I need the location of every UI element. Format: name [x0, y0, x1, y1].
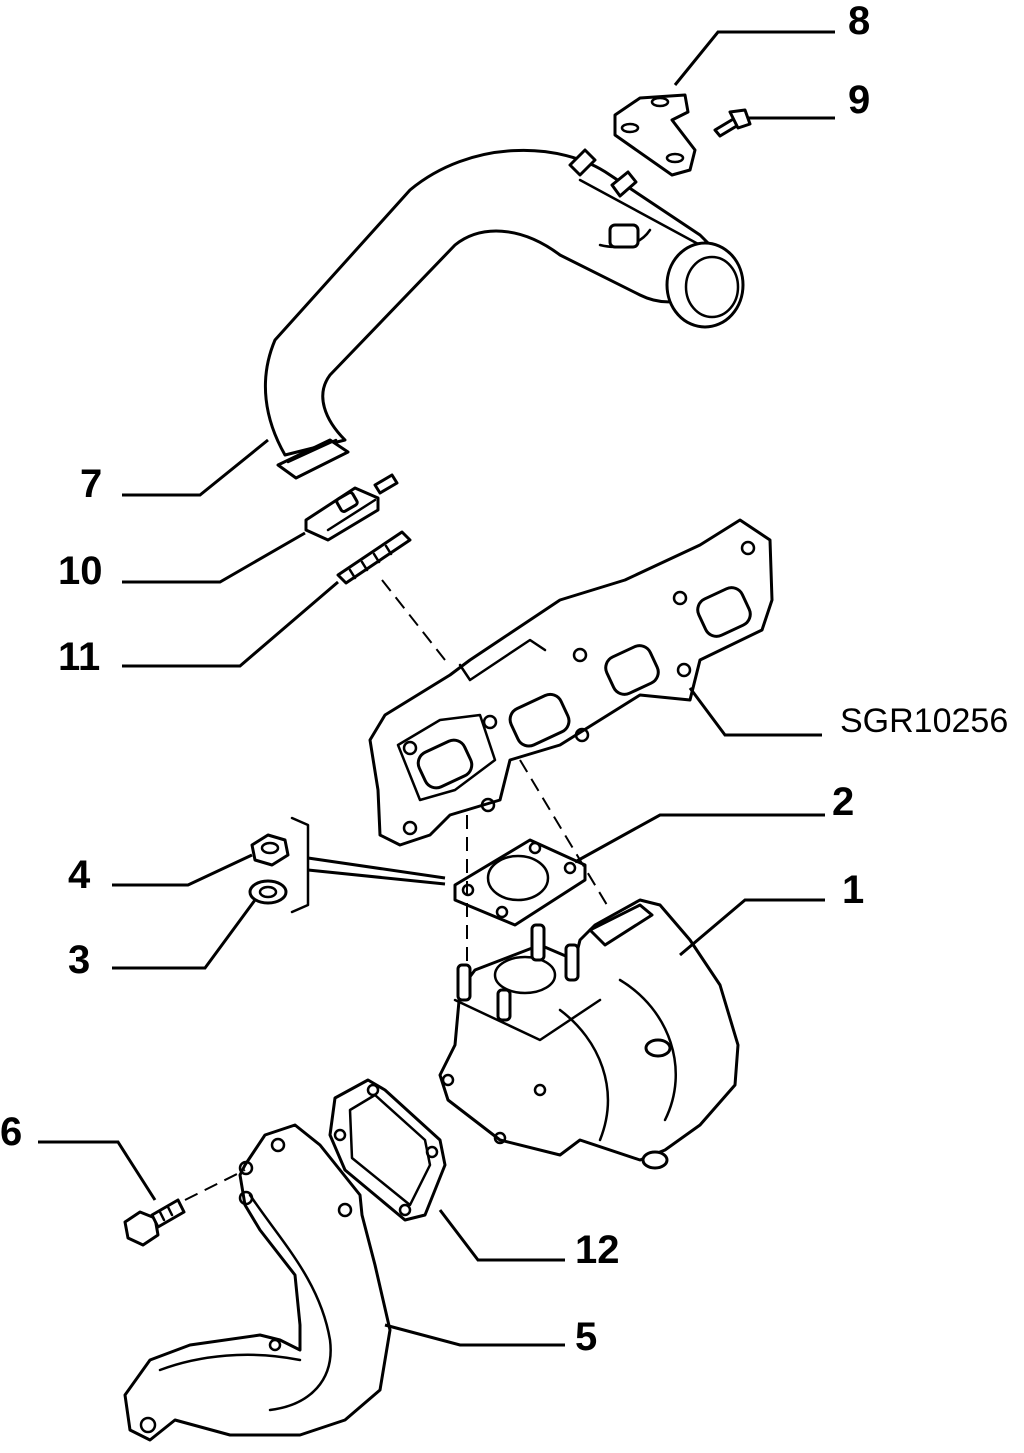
part-11-stud [336, 530, 412, 585]
leader-ref [688, 687, 822, 737]
callout-4: 4 [68, 853, 91, 897]
leader-1 [679, 898, 825, 957]
callout-7: 7 [80, 462, 102, 506]
part-12-gasket [328, 1078, 447, 1222]
leader-12 [438, 1209, 565, 1262]
assembly-lines [184, 579, 611, 1201]
leader-8 [673, 30, 835, 86]
callout-3: 3 [68, 938, 90, 982]
callout-12: 12 [575, 1228, 620, 1272]
group-bracket-leader [307, 856, 446, 886]
callout-6: 6 [0, 1110, 22, 1154]
part-1-turbocharger [438, 898, 740, 1170]
part-6-bolt [123, 1198, 186, 1247]
callout-2: 2 [832, 780, 854, 824]
callout-8: 8 [848, 0, 870, 43]
leader-2 [574, 813, 825, 864]
callout-5: 5 [575, 1315, 597, 1359]
callout-11: 11 [58, 635, 100, 679]
part-2-gasket [453, 838, 587, 927]
part-5-downpipe [123, 1123, 392, 1442]
leader-11 [122, 580, 339, 668]
part-8-bracket [613, 93, 697, 177]
callout-labels: 8 9 7 10 11 SGR10256 2 1 4 3 6 12 5 [0, 0, 1008, 1359]
reference-code: SGR10256 [840, 702, 1008, 740]
part-9-bolt [713, 108, 752, 138]
leader-10 [122, 531, 306, 584]
callout-1: 1 [842, 868, 864, 912]
leader-6 [38, 1140, 157, 1201]
callout-9: 9 [848, 78, 870, 122]
leader-lines [38, 30, 835, 1347]
part-4-nut [250, 833, 290, 867]
leader-5 [384, 1323, 565, 1347]
part-3-washer [248, 879, 288, 905]
exhaust-manifold [368, 518, 774, 847]
callout-10: 10 [58, 549, 103, 593]
leader-3 [112, 899, 257, 970]
part-10-clamp [304, 473, 399, 542]
group-bracket [290, 816, 310, 914]
leader-4 [112, 853, 253, 887]
leader-7 [122, 438, 269, 497]
part-7-pipe [263, 148, 745, 480]
